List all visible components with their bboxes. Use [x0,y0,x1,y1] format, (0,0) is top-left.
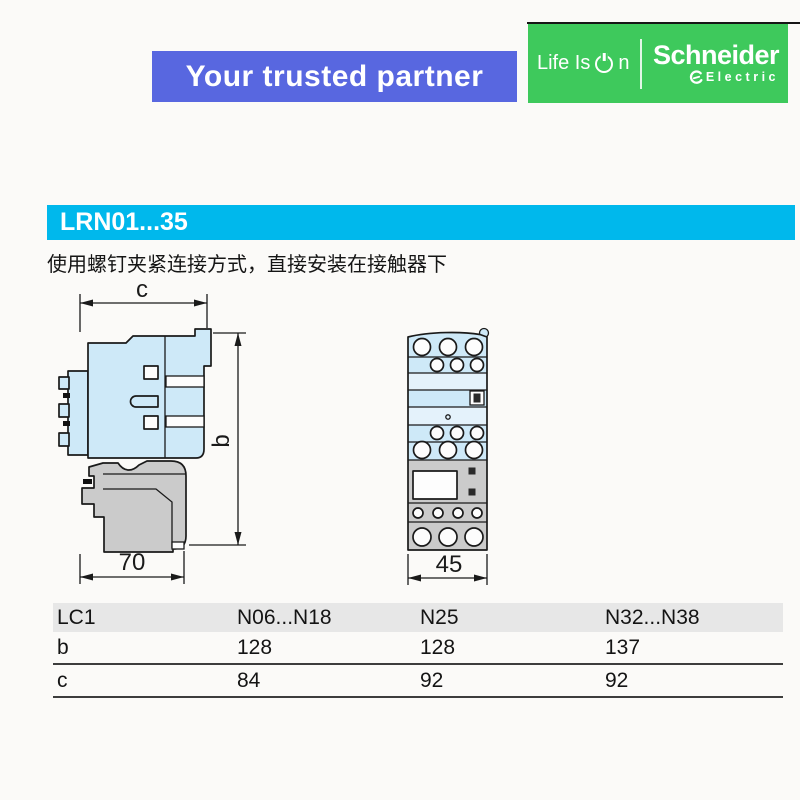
schneider-mark-icon [689,70,703,84]
dim-70-label: 70 [119,549,146,576]
contactor-side-body [87,328,212,459]
front-view-drawing: 45 [407,327,490,585]
brand-name-text: Schneider [652,40,780,70]
power-symbol-icon [595,52,614,73]
din-clip-column [67,370,89,456]
brand-sub-row: Electric [689,70,779,85]
side-view-drawing: c b 70 [58,276,246,584]
dimension-45: 45 [407,551,488,585]
on-text: n [618,52,630,74]
life-is-text: Life Is [536,52,591,74]
row-c-label: c [57,668,68,692]
dim-b-label: b [208,434,235,447]
dim-c-label: c [136,276,148,303]
row-b-value-1: 128 [237,635,273,659]
dimension-table: LC1 N06...N18 N25 N32...N38 b 128 128 13… [53,603,783,698]
overload-relay-side-body [81,460,187,553]
brand-wordmark: Schneider Electric [652,40,780,85]
relay-dial-window [412,470,458,500]
row-b-value-3: 137 [605,635,641,659]
dim-45-label: 45 [436,551,463,578]
row-b-label: b [57,635,69,659]
table-header-n25: N25 [420,605,459,629]
table-header-n06-n18: N06...N18 [237,605,332,629]
row-b-value-2: 128 [420,635,456,659]
mounting-description: 使用螺钉夹紧连接方式，直接安装在接触器下 [47,254,447,276]
front-view-outline [407,331,488,551]
table-header-n32-n38: N32...N38 [605,605,700,629]
top-divider-line [527,22,800,24]
table-row-c: c 84 92 92 [53,665,783,698]
power-tick-icon [601,52,608,61]
row-c-value-3: 92 [605,668,629,692]
slogan-banner: Your trusted partner [152,51,517,102]
row-c-value-2: 92 [420,668,444,692]
life-is-on-tagline: Life Is n [537,52,629,75]
brand-logo-box: Life Is n Schneider Electric [528,24,788,103]
front-view-terminals [412,337,485,547]
dimension-b: b [189,332,246,546]
table-row-b: b 128 128 137 [53,632,783,665]
product-title-bar: LRN01...35 [47,205,795,240]
row-c-value-1: 84 [237,668,261,692]
product-title: LRN01...35 [60,208,188,236]
dimension-70: 70 [79,549,185,584]
brand-sub-text: Electric [705,70,780,85]
dimension-c: c [79,276,208,332]
slogan-text: Your trusted partner [185,59,484,93]
logo-divider [640,38,642,89]
table-header-row: LC1 N06...N18 N25 N32...N38 [53,603,783,632]
table-header-lc1: LC1 [57,605,96,629]
